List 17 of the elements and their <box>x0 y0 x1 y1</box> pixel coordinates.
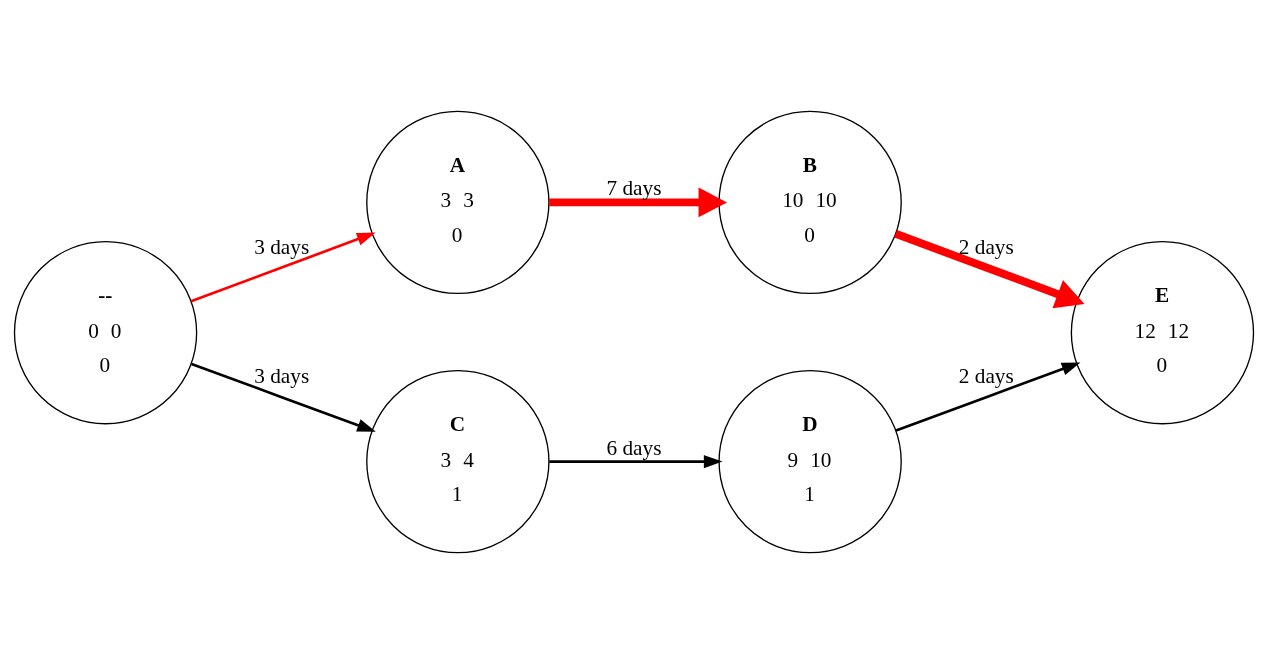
edge-label: 2 days <box>958 234 1014 259</box>
arrow <box>894 230 1085 309</box>
node-circle: A 3 3 0 <box>366 110 550 295</box>
arrow <box>895 362 1081 432</box>
edge-label: 7 days <box>606 176 662 201</box>
node-circle: -- 0 0 0 <box>13 240 198 425</box>
edge-label: 2 days <box>958 363 1014 388</box>
edge-label: 6 days <box>606 435 662 460</box>
arrow <box>191 362 376 432</box>
node-circle: D 9 10 1 <box>718 369 902 554</box>
arrow <box>549 455 723 469</box>
node-circle: B 10 10 0 <box>718 110 902 295</box>
arrow <box>190 232 376 303</box>
edge-label: 3 days <box>254 363 310 388</box>
node-circle: E 12 12 0 <box>1070 240 1255 425</box>
node-circle: C 3 4 1 <box>366 369 550 554</box>
edge-label: 3 days <box>254 234 310 259</box>
